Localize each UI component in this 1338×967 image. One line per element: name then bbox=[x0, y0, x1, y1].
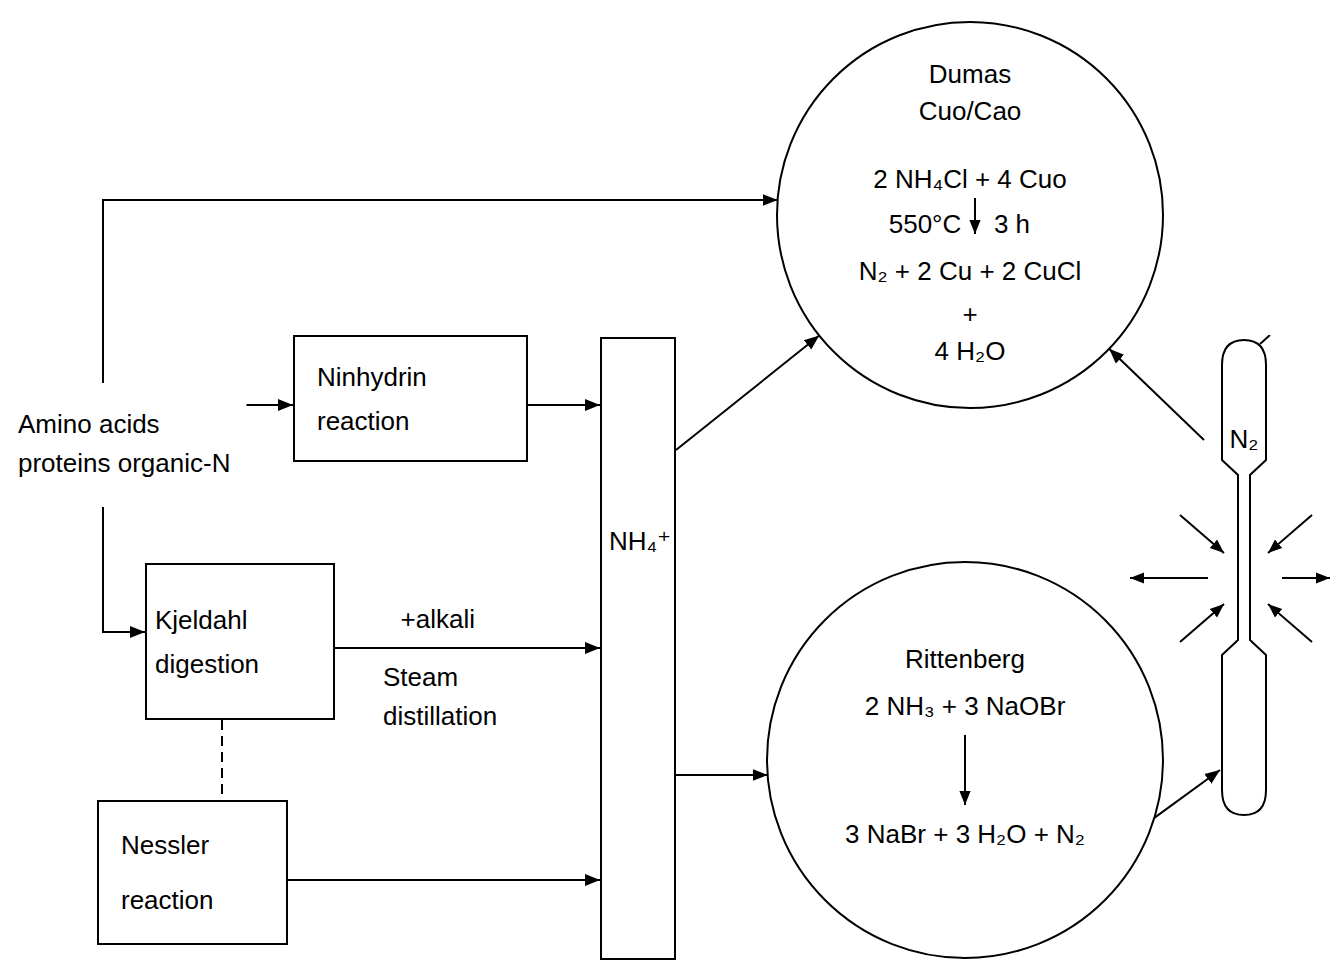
flow-arrow bbox=[528, 404, 600, 406]
node-label: Amino acids proteins organic-N bbox=[18, 405, 240, 483]
formula-text: Cuo/Cao bbox=[919, 97, 1022, 127]
node-label: Kjeldahl digestion bbox=[155, 598, 327, 686]
formula-text: + bbox=[962, 300, 977, 330]
formula-text: 2 NH₃ + 3 NaOBr bbox=[865, 692, 1066, 722]
flow-arrow bbox=[676, 774, 768, 776]
flow-arrow bbox=[103, 507, 145, 632]
ammonium-band: NH₄⁺ bbox=[600, 337, 676, 960]
flow-arrow bbox=[1154, 770, 1220, 818]
process-box: Nessler reaction bbox=[97, 800, 288, 945]
formula-text: 3 NaBr + 3 H₂O + N₂ bbox=[845, 820, 1085, 850]
node-label: Nessler reaction bbox=[121, 818, 280, 928]
sealed-tube: N₂ bbox=[1216, 335, 1272, 820]
formula-text: 550°C bbox=[889, 210, 962, 240]
flow-arrow bbox=[288, 879, 600, 881]
node-label: Ninhydrin reaction bbox=[317, 355, 516, 443]
process-note: Steam distillation bbox=[380, 658, 576, 736]
source-text: Amino acids proteins organic-N bbox=[18, 385, 240, 503]
formula-text: NH₄⁺ bbox=[609, 527, 671, 557]
reaction-circle: Rittenberg 2 NH₃ + 3 NaOBr 3 NaBr + 3 H₂O … bbox=[765, 560, 1165, 960]
formula-text: 2 NH₄Cl + 4 Cuo bbox=[873, 165, 1066, 195]
flow-arrow bbox=[335, 647, 600, 649]
reaction-circle: DumasCuo/Cao 2 NH₄Cl + 4 Cuo 550°C 3 h N₂ + … bbox=[775, 20, 1165, 410]
process-box: Kjeldahl digestion bbox=[145, 563, 335, 720]
flow-arrow bbox=[1109, 349, 1204, 440]
edge-label: +alkali bbox=[398, 604, 478, 635]
formula-text: Rittenberg bbox=[905, 645, 1025, 675]
tube-outline bbox=[1216, 335, 1272, 820]
formula-text: 3 h bbox=[994, 210, 1030, 240]
reaction-arrow bbox=[964, 735, 966, 805]
reaction-arrow bbox=[974, 198, 976, 234]
dashed-link bbox=[221, 720, 223, 800]
process-box: Ninhydrin reaction bbox=[293, 335, 528, 462]
formula-text: 4 H₂O bbox=[935, 337, 1006, 367]
circle-outline bbox=[765, 560, 1165, 960]
sealing-arrows bbox=[1130, 515, 1330, 642]
formula-text: Dumas bbox=[929, 60, 1011, 90]
formula-text: N₂ + 2 Cu + 2 CuCl bbox=[859, 257, 1082, 287]
flow-arrow bbox=[676, 336, 819, 450]
flow-arrow bbox=[103, 200, 778, 383]
formula-text: N₂ bbox=[1230, 425, 1259, 455]
flow-arrow bbox=[246, 404, 293, 406]
